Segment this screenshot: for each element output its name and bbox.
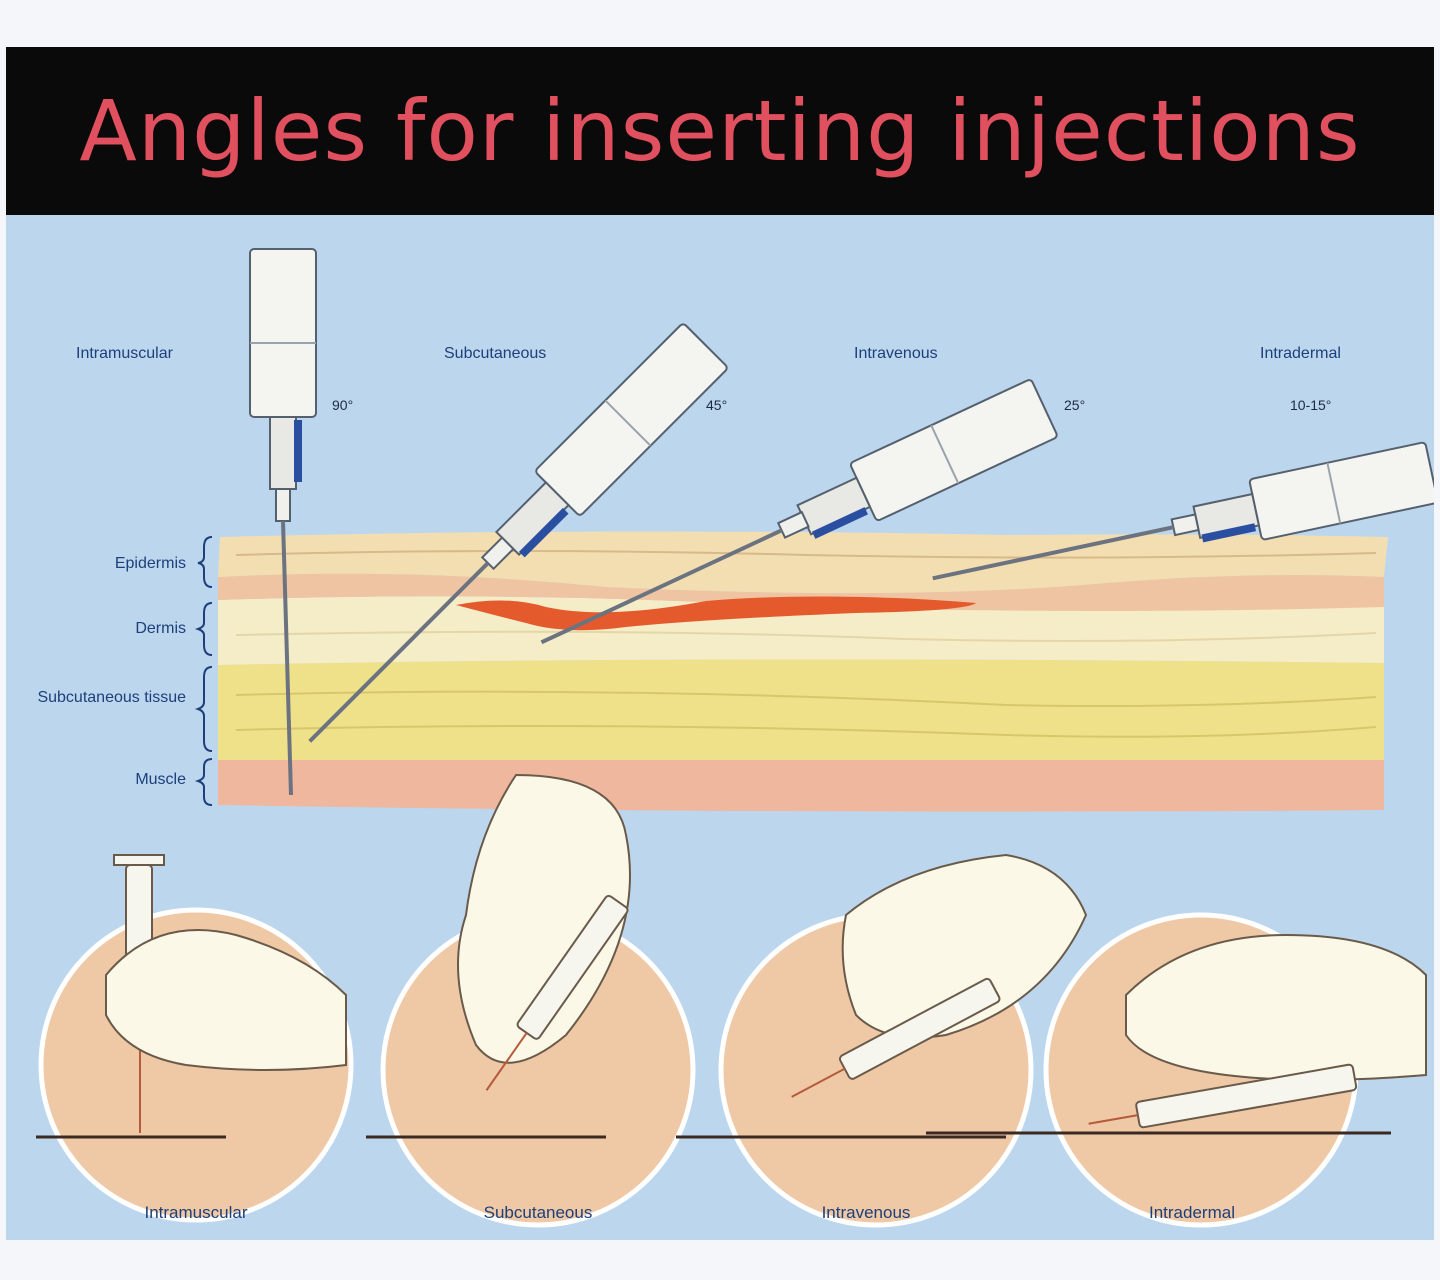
title-bar: Angles for inserting injections [6, 47, 1434, 215]
technique-circle-intramuscular [36, 854, 354, 1223]
angle-intradermal: 10-15° [1290, 397, 1332, 413]
label-intramuscular: Intramuscular [76, 345, 173, 362]
diagram-frame: Angles for inserting injections [6, 47, 1434, 1240]
technique-circle-subcutaneous [366, 773, 696, 1228]
syringe-subcutaneous [308, 323, 728, 743]
technique-circle-intravenous [676, 853, 1088, 1228]
layer-label-epidermis: Epidermis [114, 555, 186, 572]
diagram-title: Angles for inserting injections [79, 82, 1361, 180]
illustration [36, 248, 1434, 1228]
label-intravenous: Intravenous [854, 345, 938, 362]
syringe-intravenous [540, 379, 1058, 645]
caption-subcutaneous: Subcutaneous [483, 1203, 593, 1222]
layer-label-subcutaneous-tissue: Subcutaneous tissue [37, 689, 186, 706]
dermis-pink-band [218, 573, 1384, 611]
layer-brackets [194, 536, 213, 806]
syringe-intradermal [932, 441, 1434, 581]
angle-subcutaneous: 45° [706, 397, 728, 413]
label-intradermal: Intradermal [1260, 345, 1341, 362]
skin-cross-section [218, 531, 1388, 812]
technique-circle-intradermal [926, 912, 1427, 1228]
diagram-panel: Intramuscular 90° Subcutaneous 45° Intra… [6, 215, 1434, 1240]
angle-intravenous: 25° [1064, 397, 1086, 413]
muscle-layer [218, 760, 1384, 812]
layer-label-muscle: Muscle [135, 771, 186, 788]
angle-intramuscular: 90° [332, 397, 354, 413]
subcutaneous-layer [218, 659, 1384, 760]
layer-label-dermis: Dermis [135, 620, 186, 637]
caption-intramuscular: Intramuscular [144, 1203, 248, 1222]
syringe-intramuscular [249, 248, 317, 796]
caption-intradermal: Intradermal [1149, 1203, 1235, 1222]
label-subcutaneous: Subcutaneous [444, 345, 547, 362]
caption-intravenous: Intravenous [821, 1203, 911, 1222]
